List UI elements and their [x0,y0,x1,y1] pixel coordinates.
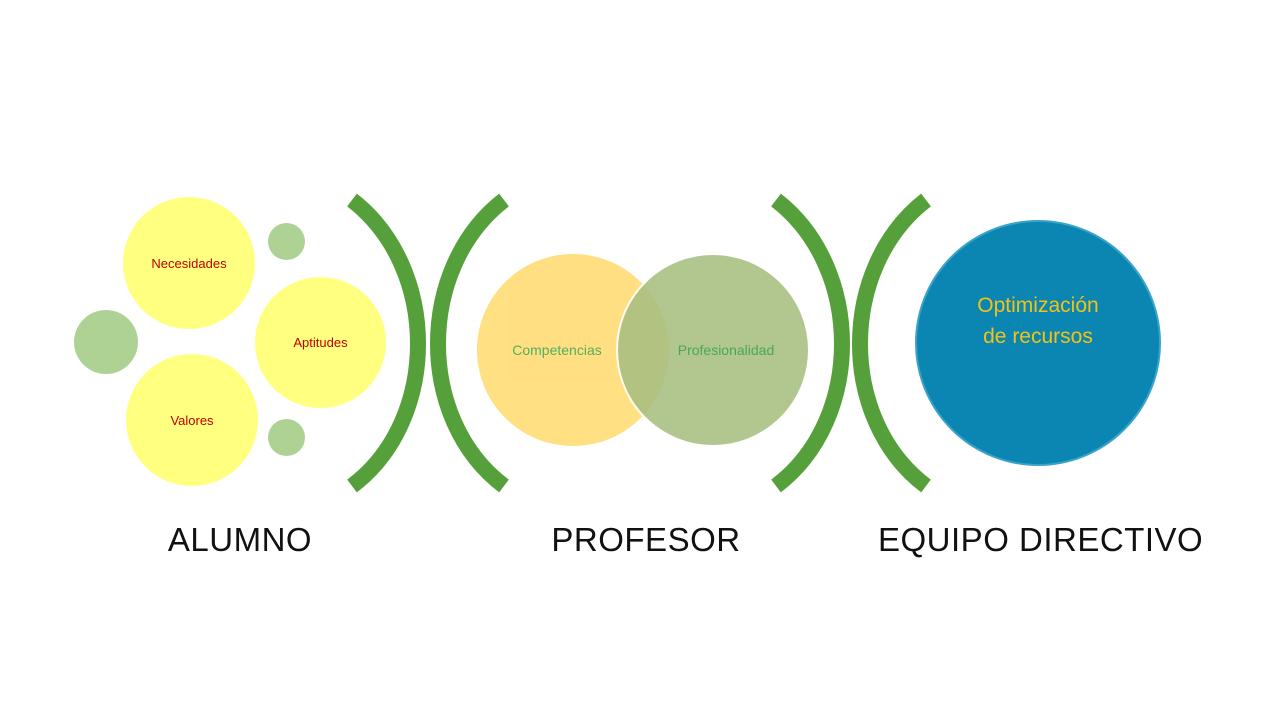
bracket-right-3 [771,193,850,493]
bracket-right-1 [347,193,426,493]
bracket-left-2 [430,193,509,493]
optimizacion-text: Optimización de recursos [977,290,1098,352]
profesor-heading: PROFESOR [551,521,741,558]
optimizacion-line-2: de recursos [983,324,1093,348]
small-green-circle [74,310,138,374]
necesidades-label: Necesidades [151,255,227,271]
optimizacion-circle: Optimización de recursos [915,220,1161,466]
optimizacion-line-1: Optimización [977,293,1099,317]
competencias-label: Competencias [512,342,602,358]
necesidades-circle: Necesidades [123,197,255,329]
profesionalidad-circle: Profesionalidad [616,253,810,447]
small-green-circle [268,223,305,260]
valores-label: Valores [170,412,214,428]
aptitudes-circle: Aptitudes [255,277,386,408]
valores-circle: Valores [126,354,258,486]
aptitudes-label: Aptitudes [293,335,348,350]
equipo-directivo-heading: EQUIPO DIRECTIVO [878,521,1204,558]
alumno-heading: ALUMNO [167,521,313,558]
small-green-circle [268,419,305,456]
bracket-left-4 [852,193,931,493]
profesionalidad-label: Profesionalidad [677,342,775,358]
